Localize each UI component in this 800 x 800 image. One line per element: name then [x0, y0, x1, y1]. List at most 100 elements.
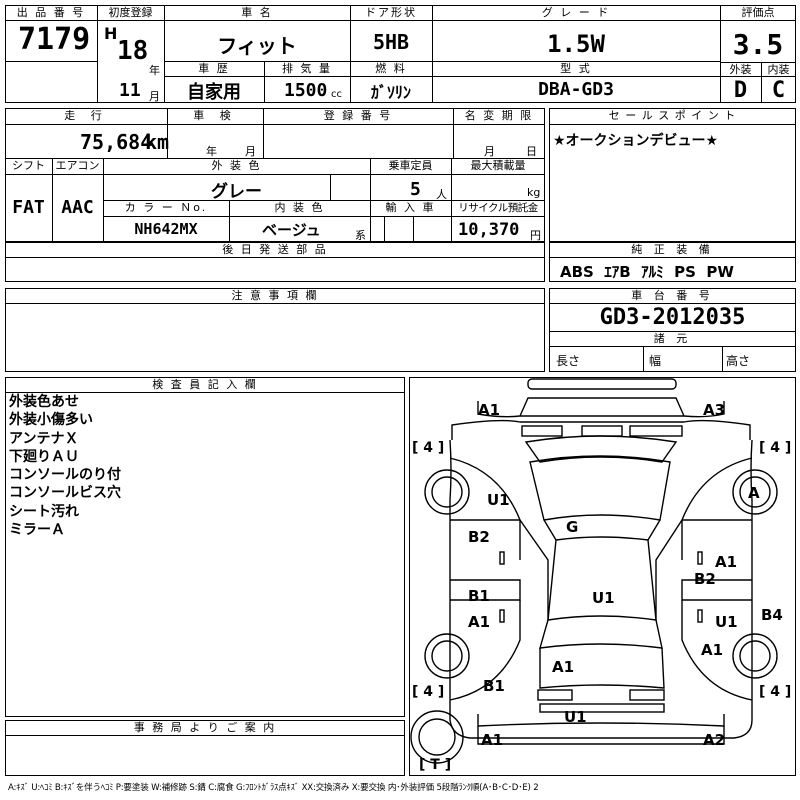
era: H — [104, 24, 118, 43]
name-change-day-unit: 日 — [526, 145, 537, 158]
equipment-list: ABS ｴｱB ｱﾙﾐ PS PW — [560, 263, 734, 281]
grade: 1.5W — [547, 30, 605, 58]
caution-label: 注 意 事 項 欄 — [231, 289, 319, 302]
damage-mark: B2 — [694, 570, 716, 588]
shift-label: シフト — [12, 159, 45, 172]
spare-tire-label: [ T ] — [419, 757, 452, 773]
damage-mark: A1 — [552, 658, 575, 676]
model-label: 型 式 — [560, 62, 592, 75]
damage-mark: A1 — [478, 401, 501, 419]
first-registration-label: 初度登録 — [108, 6, 153, 19]
inspector-note: コンソールビス穴 — [9, 485, 121, 502]
history-label: 車 歴 — [198, 62, 230, 75]
equipment-box — [549, 242, 796, 282]
recycle-unit: 円 — [530, 229, 541, 242]
history: 自家用 — [187, 82, 241, 103]
lot-number-label: 出 品 番 号 — [16, 6, 86, 19]
damage-mark: A3 — [703, 401, 726, 419]
inspector-note: アンテナＸ — [9, 430, 79, 447]
month-unit: 月 — [149, 90, 160, 103]
registration-year: 18 — [117, 36, 149, 66]
max-load-label: 最大積載量 — [470, 159, 526, 172]
color-label: 外 装 色 — [211, 159, 262, 172]
damage-mark: U1 — [564, 708, 587, 726]
damage-mark: A2 — [703, 731, 726, 749]
sales-point: ★オークションデビュー★ — [553, 133, 719, 149]
damage-mark: U1 — [715, 613, 738, 631]
recycle-deposit: 10,370 — [458, 220, 520, 240]
tire-rear-left-depth: [ 4 ] — [412, 684, 445, 700]
tire-front-left-depth: [ 4 ] — [412, 440, 445, 456]
inspector-label: 検 査 員 記 入 欄 — [152, 378, 258, 391]
damage-mark: A — [748, 484, 760, 502]
sales-point-box — [549, 108, 796, 242]
score-label: 評価点 — [741, 6, 775, 19]
inspector-note: シート汚れ — [9, 503, 79, 520]
inspector-note: 下廻りＡＵ — [9, 448, 79, 465]
import-label: 輸 入 車 — [385, 201, 436, 214]
exterior-label: 外装 — [729, 63, 752, 76]
mileage-unit: km — [145, 130, 170, 154]
chassis-box — [549, 288, 796, 372]
inspector-notes: 外装色あせ 外装小傷多い アンテナＸ 下廻りＡＵ コンソールのり付 コンソールビ… — [9, 393, 121, 539]
interior-color-label: 内 装 色 — [274, 201, 325, 214]
interior-score: C — [771, 78, 786, 103]
damage-mark: A1 — [715, 553, 738, 571]
delivery-parts-label: 後 日 発 送 部 品 — [222, 243, 328, 256]
ac: AAC — [61, 197, 94, 218]
chassis-label: 車 台 番 号 — [631, 289, 714, 302]
capacity: 5 — [410, 179, 421, 200]
sales-point-label: セ ー ル ス ポ イ ン ト — [608, 109, 737, 122]
overall-score: 3.5 — [732, 28, 784, 61]
max-load-unit: kg — [527, 186, 541, 199]
color-number: NH642MX — [134, 220, 198, 238]
capacity-unit: 人 — [436, 188, 447, 201]
door-type: 5HB — [372, 30, 410, 54]
interior-color: ベージュ — [262, 221, 321, 239]
color-number-label: カ ラ ー Ｎo. — [124, 201, 208, 214]
displacement: 1500 — [284, 80, 328, 101]
registration-number-label: 登 録 番 号 — [323, 109, 393, 122]
mileage: 75,684 — [80, 130, 153, 154]
recycle-label: リサイクル預託金 — [458, 202, 538, 214]
inspector-note: 外装小傷多い — [9, 412, 93, 429]
tire-front-right-depth: [ 4 ] — [759, 440, 792, 456]
inspection-month-unit: 月 — [245, 145, 256, 158]
exterior-score: D — [733, 78, 748, 103]
exterior-color: グレー — [211, 182, 262, 202]
inspection-year-unit: 年 — [206, 145, 217, 158]
inspector-note: 外装色あせ — [9, 394, 79, 410]
damage-mark: B4 — [761, 606, 783, 624]
fuel-label: 燃 料 — [375, 62, 407, 75]
damage-diagram-box — [409, 377, 796, 776]
length-label: 長さ — [556, 354, 581, 368]
vehicle-info-table — [5, 108, 545, 242]
car-name-label: 車 名 — [241, 6, 273, 19]
equipment-label: 純 正 装 備 — [631, 243, 714, 256]
damage-mark: B2 — [468, 528, 490, 546]
damage-mark: A1 — [468, 613, 491, 631]
office-box — [5, 720, 405, 776]
lot-number: 7179 — [18, 22, 91, 57]
delivery-parts-box — [5, 242, 545, 282]
capacity-label: 乗車定員 — [388, 159, 433, 172]
caution-box — [5, 288, 545, 372]
tire-rear-right-depth: [ 4 ] — [759, 684, 792, 700]
damage-mark: A1 — [701, 641, 724, 659]
damage-mark: A1 — [481, 731, 504, 749]
damage-mark: B1 — [483, 677, 505, 695]
displacement-unit: cc — [331, 89, 342, 100]
damage-mark: U1 — [487, 491, 510, 509]
grade-label: グ レ ー ド — [541, 6, 611, 19]
damage-mark: B1 — [468, 587, 490, 605]
inspector-box — [5, 377, 405, 717]
inspector-note: コンソールのり付 — [9, 467, 121, 484]
damage-mark: G — [566, 518, 579, 536]
registration-month: 11 — [119, 80, 141, 101]
displacement-label: 排 気 量 — [282, 62, 332, 75]
car-outline-diagram — [410, 378, 778, 764]
header-table — [5, 5, 796, 103]
dimensions-label: 諸 元 — [653, 332, 692, 345]
chassis-number: GD3-2012035 — [599, 305, 746, 330]
inspection-label: 車 検 — [193, 109, 237, 122]
